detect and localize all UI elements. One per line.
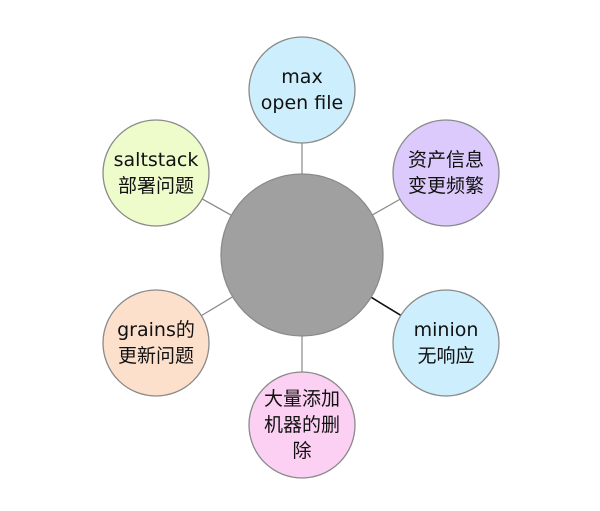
node-label-minion-no-response-line-1: minion — [414, 319, 479, 341]
central-topic — [220, 173, 384, 337]
node-circle-max-open-file — [248, 36, 356, 144]
node-label-saltstack-deploy-line-2: 部署问题 — [118, 175, 194, 197]
node-circle-grains-update — [102, 289, 210, 397]
node-circle-asset-info — [392, 119, 500, 227]
node-circle-saltstack-deploy — [102, 119, 210, 227]
connector-asset-info — [372, 198, 401, 216]
connector-lines — [201, 143, 402, 372]
node-circle-bulk-add-delete — [248, 371, 356, 479]
node-max-open-file[interactable]: max open file — [248, 36, 356, 144]
node-saltstack-deploy[interactable]: saltstack 部署问题 — [102, 119, 210, 227]
connector-saltstack-deploy — [201, 198, 232, 216]
connector-minion-no-response — [370, 296, 402, 317]
central-topic-circle[interactable] — [220, 173, 384, 337]
node-minion-no-response[interactable]: minion 无响应 — [392, 289, 500, 397]
node-label-asset-info-line-2: 变更频繁 — [408, 175, 484, 197]
node-label-bulk-add-delete-line-3: 除 — [292, 440, 311, 462]
node-label-asset-info-line-1: 资产信息 — [408, 149, 484, 171]
node-label-max-open-file-line-2: open file — [261, 92, 343, 114]
node-circle-minion-no-response — [392, 289, 500, 397]
node-label-max-open-file-line-1: max — [281, 66, 322, 88]
node-label-grains-update-line-1: grains的 — [117, 319, 195, 341]
node-label-minion-no-response-line-2: 无响应 — [417, 345, 474, 367]
node-label-bulk-add-delete-line-1: 大量添加 — [264, 388, 340, 410]
node-label-saltstack-deploy-line-1: saltstack — [114, 149, 199, 171]
connector-grains-update — [201, 296, 233, 317]
node-label-grains-update-line-2: 更新问题 — [118, 345, 194, 367]
node-label-bulk-add-delete-line-2: 机器的删 — [264, 414, 340, 436]
